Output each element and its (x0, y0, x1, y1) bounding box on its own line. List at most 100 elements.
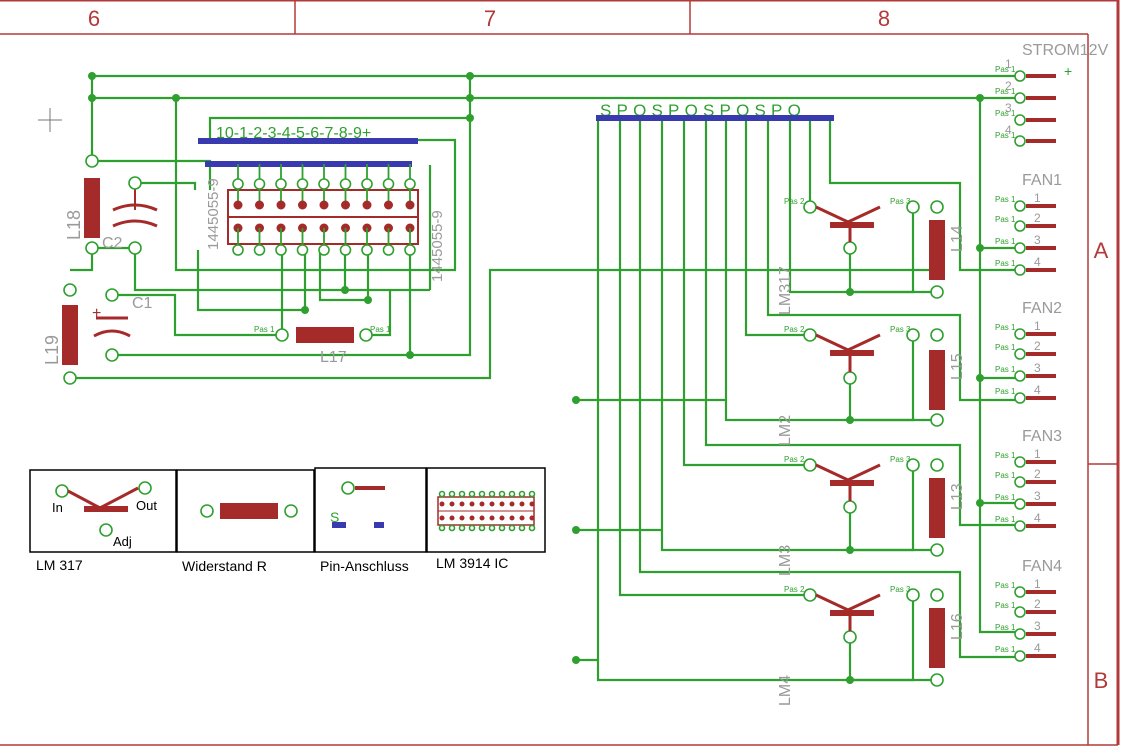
ic-pin-pad-icon (361, 244, 373, 256)
pin-number: 2 (1034, 467, 1041, 481)
pad-icon (906, 200, 920, 214)
legend-ic-pin-pad-icon (438, 490, 446, 498)
ic-header: 10-1-2-3-4-5-6-7-8-9+ (216, 125, 371, 142)
pin-number: 3 (1034, 361, 1041, 375)
reg-lead-in (815, 593, 849, 612)
legend-ic-pin-pad-icon (498, 490, 506, 498)
pin-body (1026, 610, 1056, 614)
pad-label: Pas 1 (995, 451, 1016, 460)
ic-pin-pad-icon (318, 178, 330, 190)
junctions (88, 72, 984, 684)
resistor-l16: L16 (929, 588, 966, 687)
pad-icon (843, 630, 857, 644)
junction (572, 396, 580, 404)
pad-icon (1014, 135, 1026, 147)
legend-ic-pin-pad-icon (438, 524, 446, 532)
pad-icon (906, 458, 920, 472)
pad-label: Pas 3 (890, 197, 911, 206)
legend-reg-body (84, 506, 128, 512)
wire-bus-ic (208, 116, 470, 140)
junction (976, 94, 984, 102)
junction (406, 351, 414, 359)
pad-label: Pas 1 (995, 215, 1016, 224)
legend-ic-pin-pad-icon (508, 524, 516, 532)
pad-icon (1014, 370, 1026, 382)
c2-plate-top (112, 203, 158, 212)
pin-number: 4 (1005, 123, 1012, 137)
pad-icon (843, 241, 857, 255)
pad-icon (930, 328, 944, 342)
pad-icon (930, 413, 944, 427)
pad-icon (128, 241, 142, 255)
wire-l18-top (92, 159, 212, 190)
junction (572, 656, 580, 664)
pin-number: 1 (1034, 319, 1041, 333)
pad-icon (1014, 476, 1026, 488)
wire-l17-right (365, 290, 392, 337)
c1-plate-bottom (93, 329, 131, 338)
pad-icon (1014, 392, 1026, 404)
pad-icon (85, 154, 99, 168)
lm3914-ic: 10-1-2-3-4-5-6-7-8-9+ 1445055-9 1445055-… (198, 125, 446, 282)
pin-body (1026, 96, 1056, 100)
pad-label: Pas 1 (995, 387, 1016, 396)
wire-reg3-out (848, 507, 937, 552)
ic-pin-pad-icon (318, 244, 330, 256)
ic-pins-bottom (232, 223, 416, 256)
wire-spo-7 (724, 118, 850, 422)
pin-body (1026, 118, 1056, 122)
legend-ic-pin-dot (479, 501, 485, 507)
reg-lead-out (847, 333, 881, 352)
legend-ic-pins (438, 490, 536, 532)
junction (364, 296, 372, 304)
l17-body (296, 327, 354, 343)
wire-spo-10 (788, 118, 850, 294)
legend-ic-pin-dot (489, 501, 495, 507)
ic-pin-pad-icon (232, 178, 244, 190)
pad-icon (803, 458, 817, 472)
l19-body (62, 305, 78, 365)
reg-lead-in (815, 463, 849, 482)
pin-number: 4 (1034, 255, 1041, 269)
pad-icon (85, 241, 99, 255)
fan-label: FAN1 (1022, 172, 1062, 189)
wire-reg2-out (848, 378, 937, 422)
wire-c2-bottom (133, 248, 430, 292)
pin-body (1026, 460, 1056, 464)
pin-body (1026, 332, 1056, 336)
pad-icon (275, 328, 289, 342)
pin-number: 1 (1034, 447, 1041, 461)
ic-pin-dot (362, 200, 372, 210)
row-label-a: A (1094, 238, 1109, 263)
pin-number: 3 (1034, 619, 1041, 633)
pad-icon (1014, 114, 1026, 126)
regulator-label: LM317 (777, 266, 794, 315)
fan-label: FAN4 (1022, 558, 1062, 575)
wire-reg2-adj (850, 335, 915, 422)
legend-ic-pin-pad-icon (478, 524, 486, 532)
wire-reg4-adj (850, 595, 915, 682)
pad-label: Pas 1 (995, 131, 1016, 140)
ic-pin-pad-icon (296, 244, 309, 256)
pin-body (1026, 224, 1056, 228)
legend-ic-pin-pad-icon (528, 524, 536, 532)
pin-number: 1 (1034, 191, 1041, 205)
connector-pin: 2 Pas 1 (995, 79, 1056, 104)
fan-pin: 1 Pas 1 (995, 447, 1056, 468)
pad-icon (128, 176, 142, 190)
legend-pin-bus-icon (332, 522, 346, 528)
reg-lead-out (847, 463, 881, 482)
pad-icon (63, 371, 77, 385)
legend-ic-pin-dot (509, 501, 515, 507)
pad-label: Pas 1 (995, 623, 1016, 632)
wire-470 (410, 76, 472, 357)
fan-label: FAN2 (1022, 300, 1062, 317)
resistor-l14: L14 (929, 200, 966, 299)
legend-ic-caption: LM 3914 IC (436, 555, 508, 571)
pad-icon (55, 484, 69, 498)
